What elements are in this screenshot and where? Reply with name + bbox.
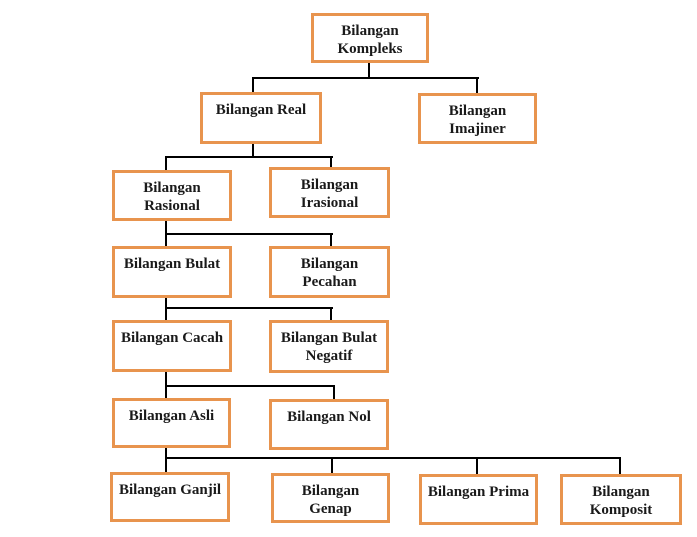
node-bilangan-komposit: Bilangan Komposit: [560, 474, 682, 525]
node-bilangan-rasional: Bilangan Rasional: [112, 170, 232, 221]
node-bilangan-cacah: Bilangan Cacah: [112, 320, 232, 372]
connector-prima-drop: [476, 457, 478, 475]
connector-cacah-drop: [165, 307, 167, 321]
node-bilangan-bulat-negatif: Bilangan Bulat Negatif: [269, 320, 389, 373]
node-bilangan-nol: Bilangan Nol: [269, 399, 389, 450]
connector-bulat-bus: [165, 307, 333, 309]
connector-bulat-negatif-drop: [330, 307, 332, 321]
connector-asli-stem: [165, 447, 167, 459]
connector-rasional-stem: [165, 220, 167, 235]
connector-bulat-stem: [165, 297, 167, 309]
connector-komposit-drop: [619, 457, 621, 475]
connector-genap-drop: [331, 457, 333, 474]
connector-asli-drop: [165, 385, 167, 399]
connector-asli-bus: [165, 457, 621, 459]
connector-rasional-bus: [165, 233, 333, 235]
node-bilangan-bulat: Bilangan Bulat: [112, 246, 232, 298]
connector-cacah-bus: [165, 385, 335, 387]
node-bilangan-prima: Bilangan Prima: [419, 474, 538, 525]
node-bilangan-ganjil: Bilangan Ganjil: [110, 472, 230, 522]
connector-bulat-drop: [165, 233, 167, 247]
node-bilangan-kompleks: Bilangan Kompleks: [311, 13, 429, 63]
connector-imajiner-drop: [476, 77, 478, 94]
node-bilangan-real: Bilangan Real: [200, 92, 322, 144]
connector-kompleks-bus: [252, 77, 479, 79]
connector-pecahan-drop: [330, 233, 332, 247]
connector-real-stem: [252, 143, 254, 158]
connector-irasional-drop: [330, 156, 332, 168]
connector-kompleks-stem: [368, 63, 370, 79]
node-bilangan-pecahan: Bilangan Pecahan: [269, 246, 390, 298]
node-bilangan-genap: Bilangan Genap: [271, 473, 390, 523]
node-bilangan-imajiner: Bilangan Imajiner: [418, 93, 537, 144]
connector-ganjil-drop: [165, 457, 167, 473]
connector-rasional-drop: [165, 156, 167, 171]
connector-nol-drop: [333, 385, 335, 400]
connector-cacah-stem: [165, 371, 167, 387]
node-bilangan-asli: Bilangan Asli: [112, 398, 231, 448]
node-bilangan-irasional: Bilangan Irasional: [269, 167, 390, 218]
connector-real-bus: [165, 156, 333, 158]
connector-real-drop: [252, 77, 254, 93]
